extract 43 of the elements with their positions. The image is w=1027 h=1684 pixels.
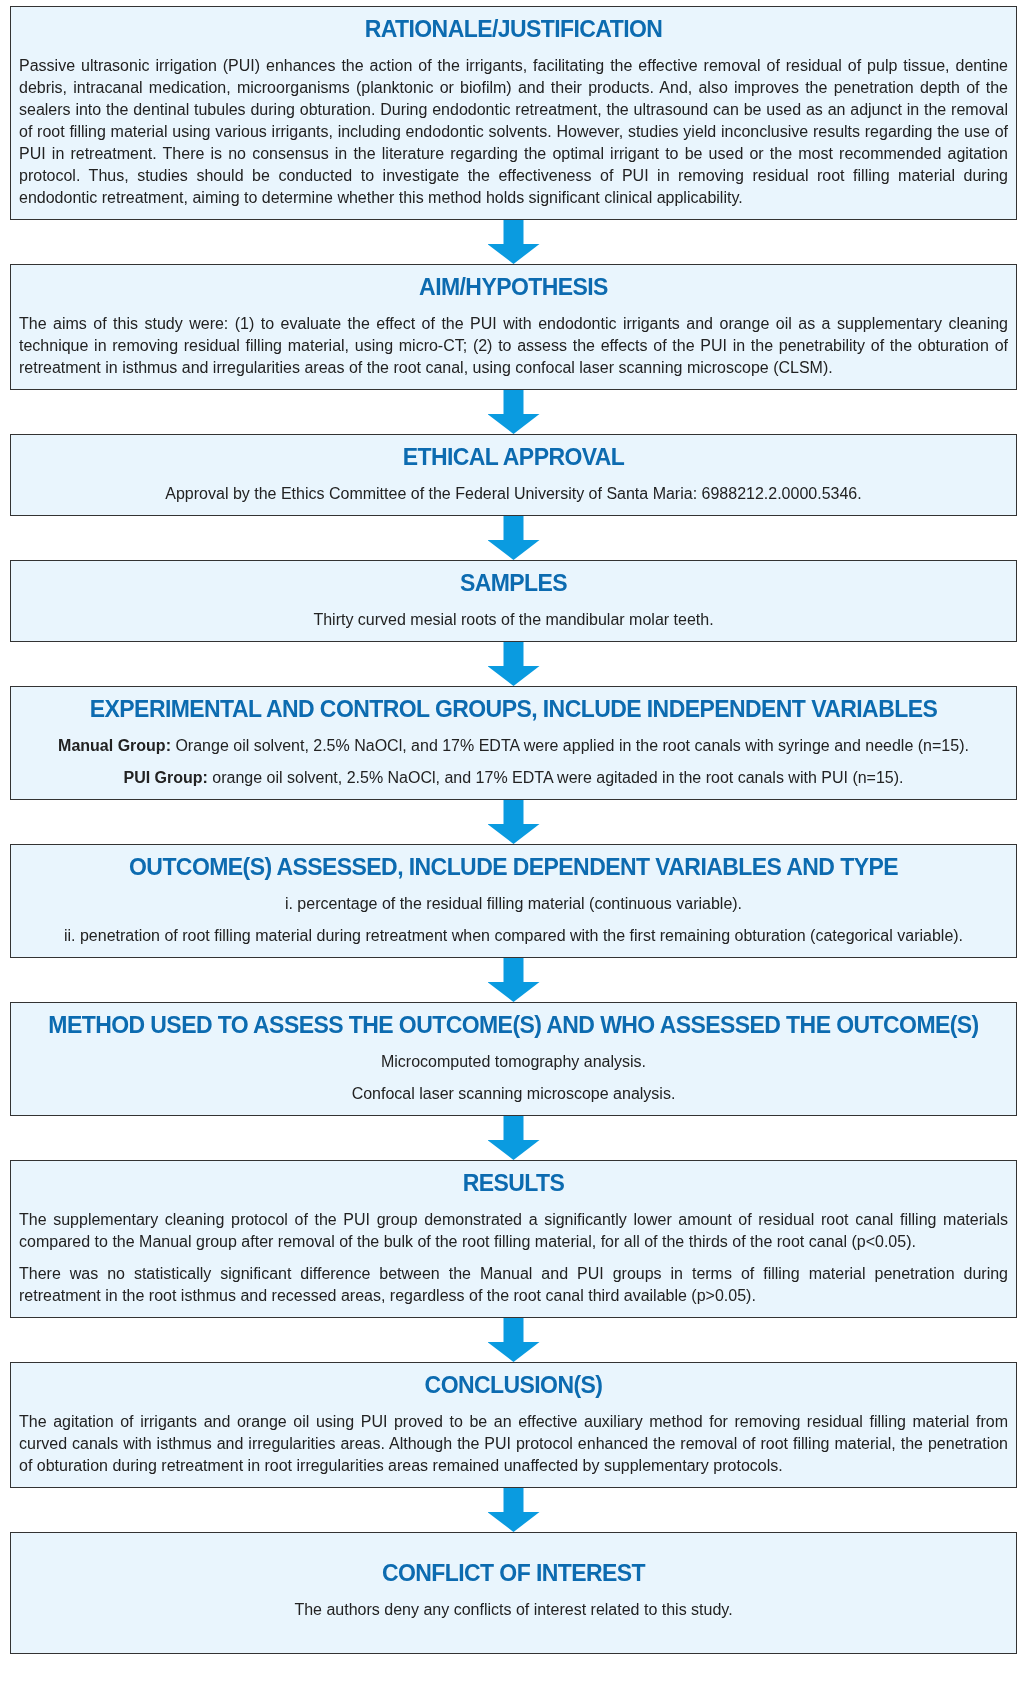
section-box xyxy=(10,6,1017,220)
section-box xyxy=(10,686,1017,800)
down-arrow xyxy=(487,800,540,844)
section-heading: EXPERIMENTAL AND CONTROL GROUPS, INCLUDE INDEPENDENT VARIABLES xyxy=(88,695,939,724)
section-text: Manual Group: Orange oil solvent, 2.5% NaOCl, and 17% EDTA were applied in the root canals with syringe and needle (n=15). xyxy=(57,736,970,756)
section-heading: AIM/HYPOTHESIS xyxy=(418,273,609,302)
section-box xyxy=(10,560,1017,642)
section-heading: OUTCOME(S) ASSESSED, INCLUDE DEPENDENT VARIABLES AND TYPE xyxy=(128,853,899,882)
down-arrow xyxy=(487,1116,540,1160)
section-box xyxy=(10,1532,1017,1654)
section-box xyxy=(10,1160,1017,1318)
section-text: There was no statistically significant difference between the Manual and PUI groups in terms of filling material penetration during retreatment in the root isthmus and recessed areas, regardless of the root canal third available (p>0.05). xyxy=(19,1264,1008,1306)
down-arrow xyxy=(487,220,540,264)
section-text: ii. penetration of root filling material during retreatment when compared with the first remaining obturation (categorical variable). xyxy=(62,926,965,946)
section-text: i. percentage of the residual filling material (continuous variable). xyxy=(283,894,744,914)
section-box xyxy=(10,844,1017,958)
down-arrow xyxy=(487,516,540,560)
section-text: The authors deny any conflicts of interest related to this study. xyxy=(293,1600,734,1620)
section-text: Confocal laser scanning microscope analysis. xyxy=(350,1084,677,1104)
section-text: The agitation of irrigants and orange oil using PUI proved to be an effective auxiliary method for removing residual filling material from curved canals with isthmus and irregularities areas. Although the PUI protocol enhanced the removal of root filling material, the penetration of obturation during retreatment in root irregularities areas remained unaffected by supplementary protocols. xyxy=(19,1412,1008,1476)
down-arrow xyxy=(487,390,540,434)
section-box xyxy=(10,1002,1017,1116)
section-heading: SAMPLES xyxy=(458,569,569,598)
section-text: The supplementary cleaning protocol of the PUI group demonstrated a significantly lower amount of residual root canal filling materials compared to the Manual group after removal of the bulk of the root filling material, for all of the thirds of the root canal (p<0.05). xyxy=(19,1210,1008,1252)
down-arrow xyxy=(487,958,540,1002)
section-heading: ETHICAL APPROVAL xyxy=(401,443,626,472)
section-text: Microcomputed tomography analysis. xyxy=(380,1052,647,1072)
section-box xyxy=(10,264,1017,390)
section-heading: RATIONALE/JUSTIFICATION xyxy=(363,15,664,44)
section-text: Approval by the Ethics Committee of the Federal University of Santa Maria: 6988212.2.0000.5346. xyxy=(164,484,863,504)
section-box xyxy=(10,1362,1017,1488)
section-heading: RESULTS xyxy=(461,1169,566,1198)
section-text: PUI Group: orange oil solvent, 2.5% NaOCl, and 17% EDTA were agitaded in the root canals with PUI (n=15). xyxy=(122,768,905,788)
section-box xyxy=(10,434,1017,516)
section-heading: CONFLICT OF INTEREST xyxy=(380,1559,647,1588)
section-heading: METHOD USED TO ASSESS THE OUTCOME(S) AND WHO ASSESSED THE OUTCOME(S) xyxy=(47,1011,980,1040)
down-arrow xyxy=(487,642,540,686)
down-arrow xyxy=(487,1488,540,1532)
section-text: Passive ultrasonic irrigation (PUI) enhances the action of the irrigants, facilitating the effective removal of residual of pulp tissue, dentine debris, intracanal medication, microorganisms (planktonic or biofilm) and their products. And, also improves the penetration depth of the sealers into the dentinal tubules during obturation. During endodontic retreatment, the ultrasound can be used as an adjunct in the removal of root filling material using various irrigants, including endodontic solvents. However, studies yield inconclusive results regarding the use of PUI in retreatment. There is no consensus in the literature regarding the optimal irrigant to be used or the most recommended agitation protocol. Thus, studies should be conducted to investigate the effectiveness of PUI in removing residual root filling material during endodontic retreatment, aiming to determine whether this method holds significant clinical applicability. xyxy=(19,56,1008,208)
section-heading: CONCLUSION(S) xyxy=(423,1371,604,1400)
section-text: Thirty curved mesial roots of the mandibular molar teeth. xyxy=(312,610,715,630)
section-text: The aims of this study were: (1) to evaluate the effect of the PUI with endodontic irrigants and orange oil as a supplementary cleaning technique in removing residual filling material, using micro-CT; (2) to assess the effects of the PUI in the penetrability of the obturation of retreatment in isthmus and irregularities areas of the root canal, using confocal laser scanning microscope (CLSM). xyxy=(19,314,1008,378)
down-arrow xyxy=(487,1318,540,1362)
